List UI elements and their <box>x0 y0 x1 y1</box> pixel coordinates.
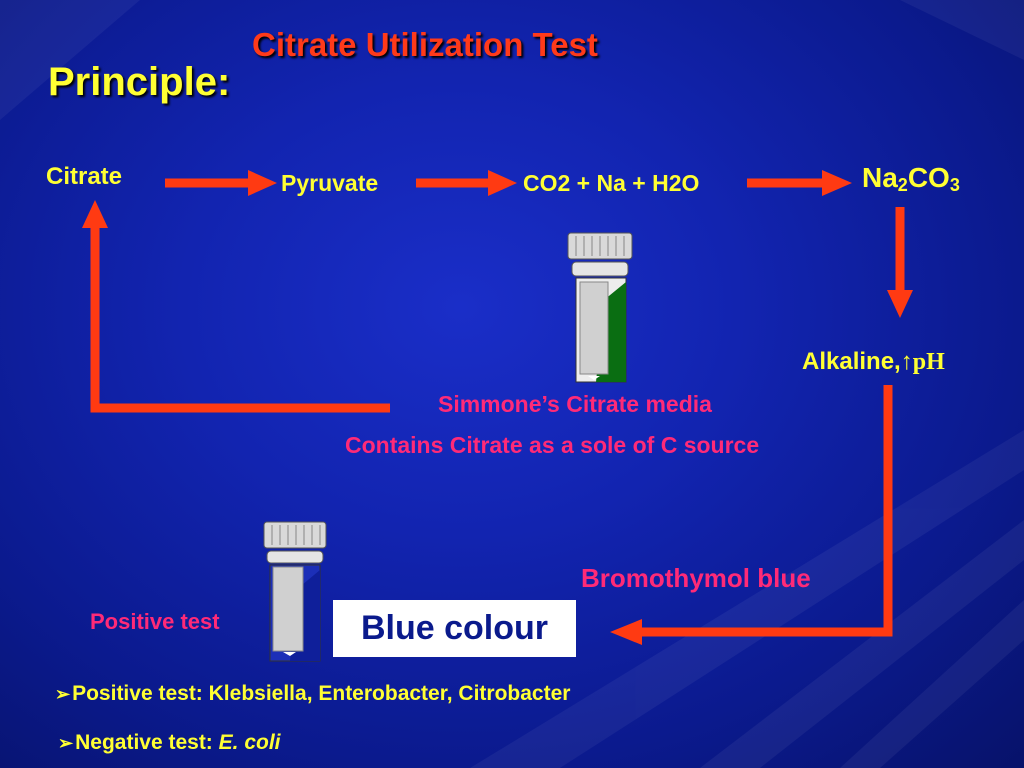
indicator-label: Bromothymol blue <box>581 563 811 593</box>
blue-colour-box: Blue colour <box>333 600 576 657</box>
bullet-positive-test: ➢Positive test: Klebsiella, Enterobacter… <box>55 682 571 705</box>
label-alkaline-ph: Alkaline,↑pH <box>802 348 945 375</box>
label-co2-na-h2o: CO2 + Na + H2O <box>523 170 700 196</box>
arrowhead-icon <box>610 619 642 645</box>
media-name: Simmone’s Citrate media <box>438 391 712 417</box>
arrowhead-icon <box>488 170 517 196</box>
bullet-negative-test: ➢Negative test: E. coli <box>58 731 281 754</box>
principle-heading: Principle: <box>48 60 231 104</box>
arrow-alkaline-to-blue <box>642 385 893 637</box>
label-pyruvate: Pyruvate <box>281 170 379 196</box>
positive-test-label: Positive test <box>90 609 220 634</box>
arrowhead-bullet-icon: ➢ <box>55 684 71 704</box>
arrowhead-icon <box>82 200 108 228</box>
test-tube-blue-slant-icon <box>263 521 327 662</box>
arrowhead-icon <box>822 170 852 196</box>
label-citrate: Citrate <box>46 163 123 190</box>
arrowhead-icon <box>248 170 277 196</box>
slide-title: Citrate Utilization Test <box>252 26 598 63</box>
arrowhead-bullet-icon: ➢ <box>58 733 74 753</box>
label-na2co3: Na2CO3 <box>862 162 960 195</box>
arrowhead-icon <box>887 290 913 318</box>
arrow-loop-back-to-citrate <box>90 228 390 413</box>
media-description: Contains Citrate as a sole of C source <box>345 432 760 458</box>
test-tube-green-slant-icon <box>567 232 633 383</box>
